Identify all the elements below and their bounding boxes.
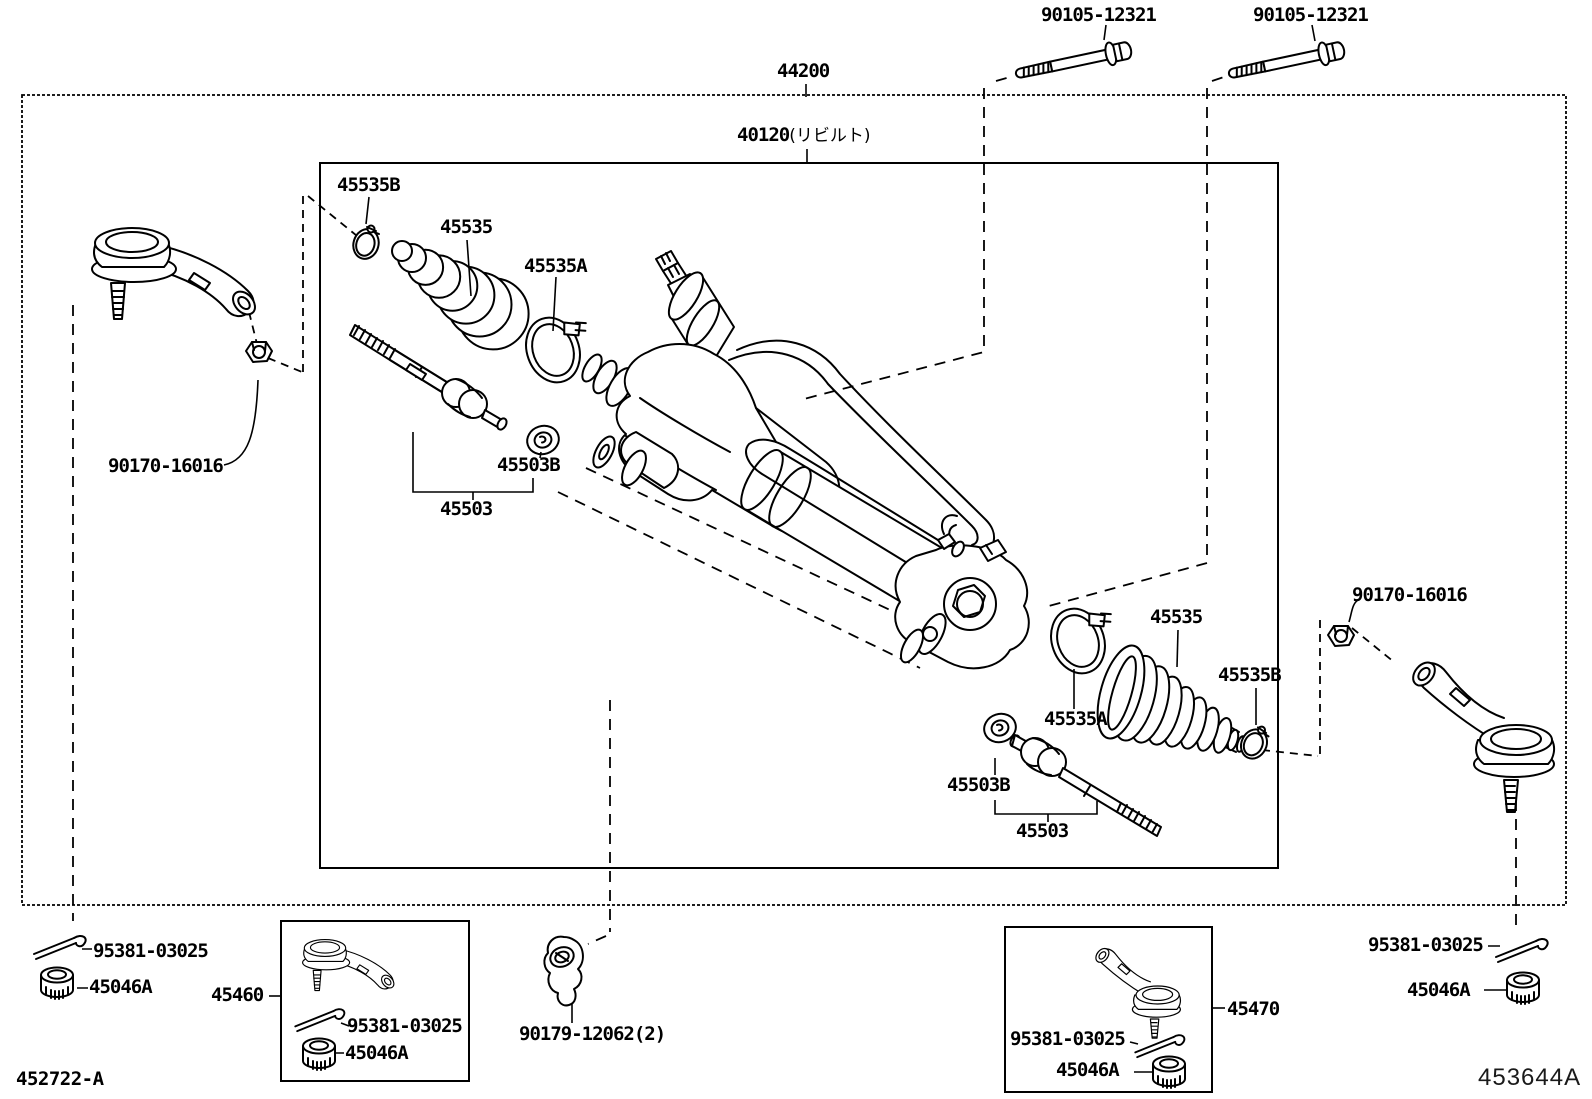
part-label-bl-box-castle-nut: 45046A: [345, 1042, 409, 1064]
part-label-left-nut: 90170-16016: [108, 455, 224, 477]
outer-frame: [21, 94, 1567, 906]
left-tie-rod-end-drawing: [91, 227, 261, 320]
kit-right-cotter-pin-drawing: [1134, 1034, 1186, 1059]
right-castle-nut-drawing: [1506, 971, 1540, 1005]
right-lock-nut-drawing: [1327, 625, 1355, 647]
bolt-2-drawing: [1225, 37, 1348, 87]
part-label-br-box-cotter-pin: 95381-03025: [1010, 1028, 1126, 1050]
part-label-bl-cotter-pin: 95381-03025: [93, 940, 209, 962]
part-label-right-washer: 45503B: [947, 774, 1011, 796]
left-boot-drawing: [391, 240, 530, 351]
part-label-bolt-1: 90105-12321: [1041, 4, 1157, 26]
grommet-bracket-drawing: [543, 935, 584, 1007]
leader-lines: [77, 24, 1507, 1073]
part-label-right-inner-rod: 45503: [1016, 820, 1069, 842]
part-label-left-clamp-b: 45535B: [337, 174, 401, 196]
right-cotter-pin-drawing: [1495, 937, 1549, 963]
part-label-gear: 40120(リビルト): [737, 126, 870, 146]
gear-note: (リビルト): [789, 126, 871, 146]
inner-frame-40120: [319, 162, 1279, 869]
right-inner-rod-drawing: [1009, 734, 1162, 837]
bolt-1-drawing: [1012, 37, 1135, 87]
kit-right-castle-nut-drawing: [1152, 1055, 1186, 1089]
projection-lines: [72, 76, 1517, 945]
right-small-clamp-drawing: [1233, 721, 1275, 766]
left-washer-drawing: [522, 420, 564, 460]
part-label-bl-castle-nut: 45046A: [89, 976, 153, 998]
part-label-bolt-2: 90105-12321: [1253, 4, 1369, 26]
figure-code-left: 452722-A: [16, 1068, 104, 1090]
right-boot-drawing: [1096, 644, 1247, 754]
part-label-br-castle-nut: 45046A: [1407, 979, 1471, 1001]
kit-left-cotter-pin-drawing: [294, 1008, 346, 1033]
part-label-left-washer: 45503B: [497, 454, 561, 476]
kit-box-45470: [1004, 926, 1213, 1093]
part-label-right-boot: 45535: [1150, 606, 1203, 628]
figure-code-right: 453644A: [1478, 1064, 1582, 1091]
kit-right-tie-rod-end-drawing: [1092, 945, 1182, 1039]
kit-box-45460: [280, 920, 470, 1082]
part-label-br-tie-rod-end: 45470: [1227, 998, 1280, 1020]
part-label-right-nut: 90170-16016: [1352, 584, 1468, 606]
part-label-br-cotter-pin: 95381-03025: [1368, 934, 1484, 956]
part-label-br-box-castle-nut: 45046A: [1056, 1059, 1120, 1081]
part-label-grommet: 90179-12062(2): [519, 1023, 666, 1045]
part-label-right-clamp-b: 45535B: [1218, 664, 1282, 686]
right-tie-rod-end-drawing: [1407, 657, 1556, 813]
gear-number: 40120: [737, 124, 790, 146]
left-small-clamp-drawing: [348, 224, 384, 263]
steering-gear-drawing: [581, 250, 1030, 670]
part-label-left-clamp-a: 45535A: [524, 255, 588, 277]
part-label-bl-box-cotter-pin: 95381-03025: [347, 1015, 463, 1037]
kit-left-tie-rod-end-drawing: [302, 939, 397, 992]
left-lock-nut-drawing: [245, 341, 273, 363]
part-label-left-boot: 45535: [440, 216, 493, 238]
left-cotter-pin-drawing: [33, 934, 87, 960]
left-castle-nut-drawing: [40, 966, 74, 1000]
part-label-left-inner-rod: 45503: [440, 498, 493, 520]
part-label-bl-tie-rod-end: 45460: [211, 984, 264, 1006]
left-inner-rod-drawing: [349, 324, 508, 431]
part-label-right-clamp-a: 45535A: [1044, 708, 1108, 730]
kit-left-castle-nut-drawing: [302, 1037, 336, 1071]
part-label-assembly: 44200: [777, 60, 830, 82]
